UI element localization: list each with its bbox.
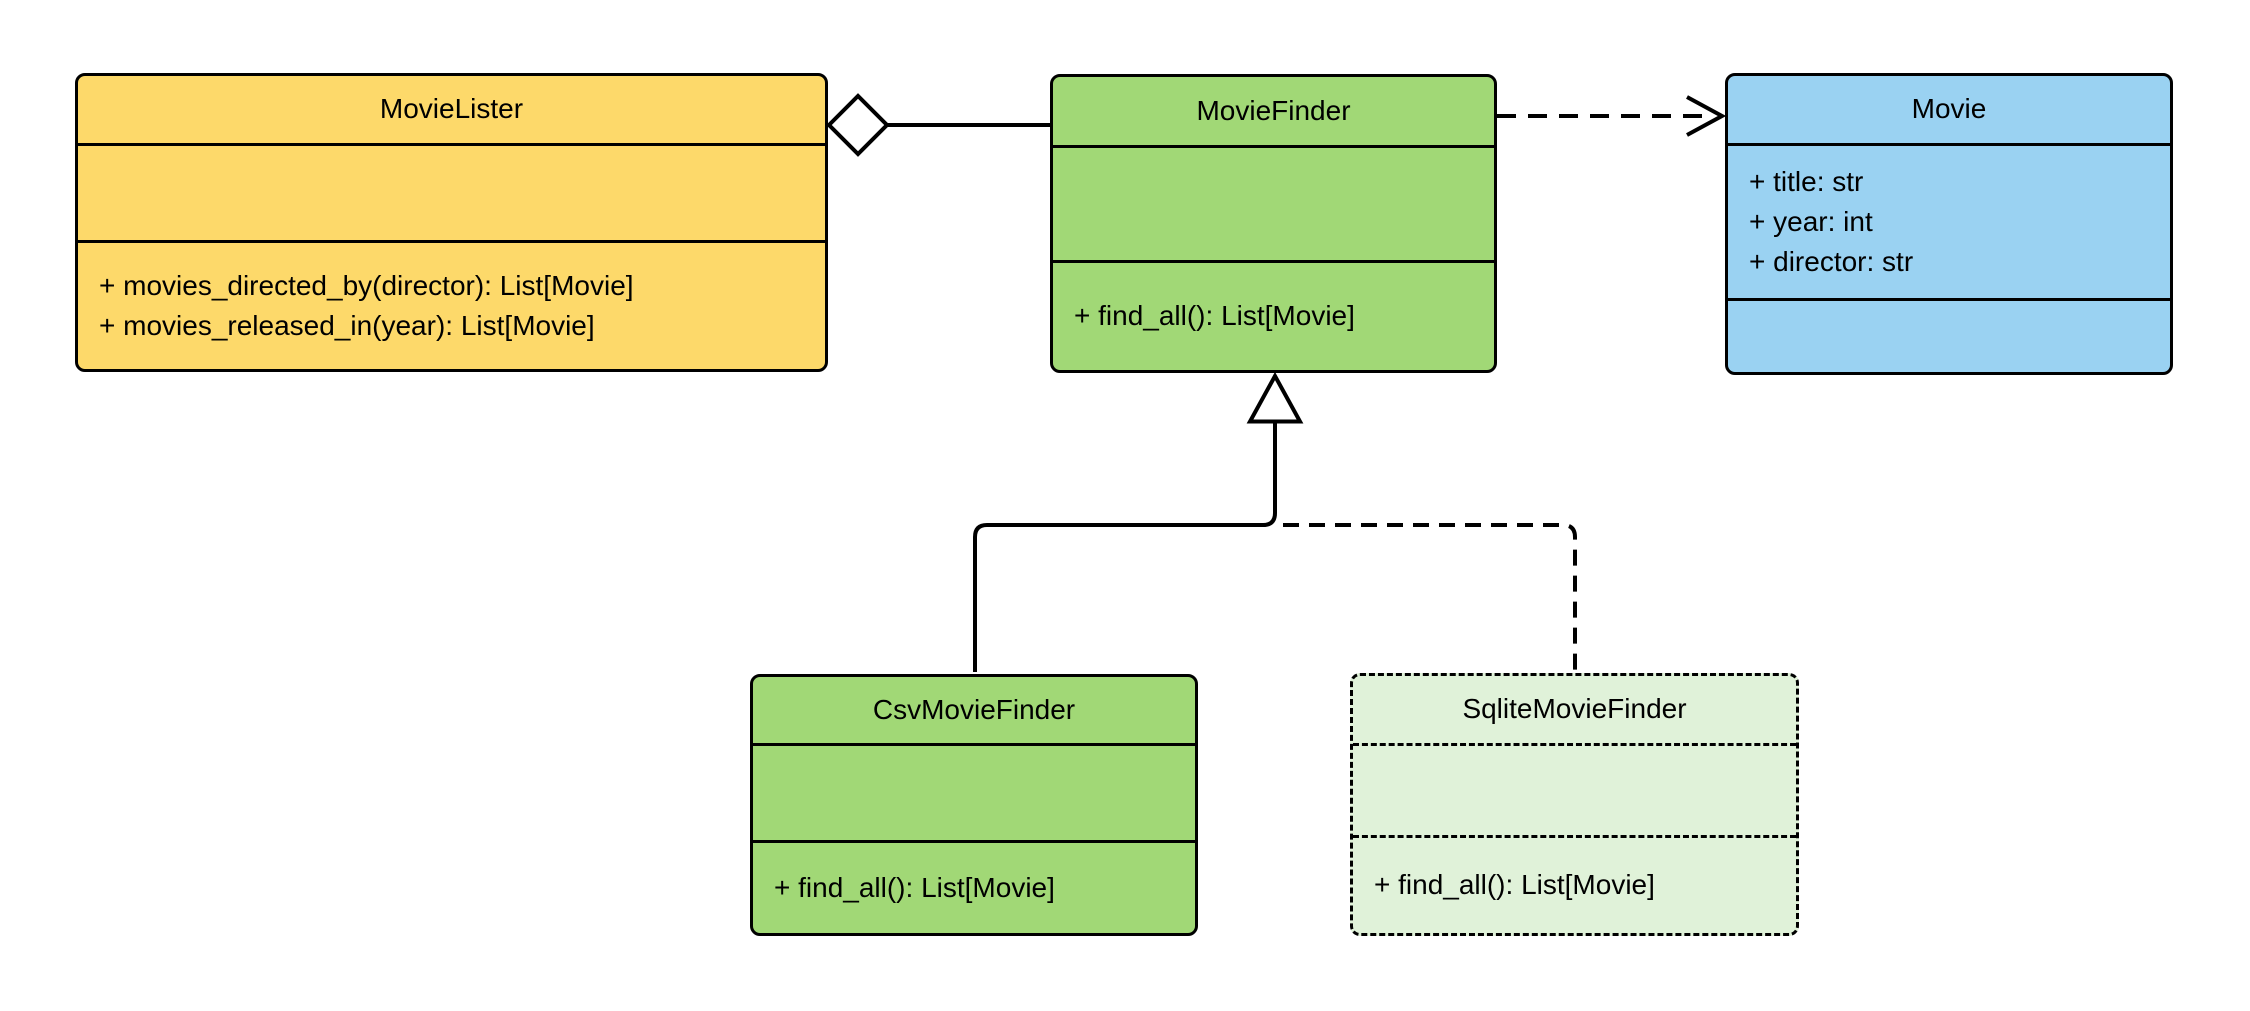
class-attributes-section: + title: str + year: int + director: str: [1728, 142, 2170, 298]
class-methods-section: + find_all(): List[Movie]: [753, 839, 1195, 934]
class-name-label: CsvMovieFinder: [872, 693, 1076, 725]
method-text: + find_all(): List[Movie]: [1374, 869, 1655, 901]
class-name-label: SqliteMovieFinder: [1462, 693, 1687, 725]
generalization-connector-csv: [973, 371, 1304, 672]
class-title: MovieFinder: [1053, 77, 1494, 145]
class-title: CsvMovieFinder: [753, 677, 1195, 743]
class-box-movie[interactable]: Movie + title: str + year: int + directo…: [1725, 73, 2173, 375]
class-attributes-section: [753, 742, 1195, 840]
aggregation-diamond-icon: [826, 93, 890, 157]
generalization-dashed-line: [1283, 523, 1577, 670]
generalization-solid-line: [973, 421, 1277, 672]
class-box-csvmoviefinder[interactable]: CsvMovieFinder + find_all(): List[Movie]: [750, 674, 1198, 936]
generalization-triangle-icon: [1246, 371, 1304, 424]
method-text: + find_all(): List[Movie]: [1074, 300, 1355, 332]
generalization-connector-sqlite: [1283, 523, 1577, 670]
class-name-label: MovieLister: [379, 93, 524, 125]
aggregation-connector: [826, 93, 1050, 157]
dependency-arrowhead-icon: [1686, 95, 1727, 137]
class-attributes-section: [1053, 144, 1494, 260]
method-text: + movies_directed_by(director): List[Mov…: [99, 269, 634, 301]
class-methods-section: [1728, 297, 2170, 373]
class-name-label: Movie: [1911, 93, 1987, 125]
method-text: + movies_released_in(year): List[Movie]: [99, 309, 595, 341]
attribute-text: + director: str: [1749, 245, 1914, 277]
method-text: + find_all(): List[Movie]: [774, 871, 1055, 903]
class-box-movielister[interactable]: MovieLister + movies_directed_by(directo…: [75, 73, 828, 372]
class-methods-section: + find_all(): List[Movie]: [1353, 834, 1796, 934]
class-title: Movie: [1728, 76, 2170, 143]
class-attributes-section: [1353, 742, 1796, 835]
class-title: SqliteMovieFinder: [1353, 676, 1796, 743]
attribute-text: + title: str: [1749, 165, 1864, 197]
class-box-moviefinder[interactable]: MovieFinder + find_all(): List[Movie]: [1050, 74, 1497, 373]
class-methods-section: + movies_directed_by(director): List[Mov…: [78, 239, 825, 370]
dependency-connector: [1497, 95, 1727, 137]
class-title: MovieLister: [78, 76, 825, 143]
class-methods-section: + find_all(): List[Movie]: [1053, 259, 1494, 371]
class-name-label: MovieFinder: [1196, 94, 1351, 126]
class-attributes-section: [78, 142, 825, 240]
class-box-sqlitemoviefinder[interactable]: SqliteMovieFinder + find_all(): List[Mov…: [1350, 673, 1799, 936]
attribute-text: + year: int: [1749, 205, 1873, 237]
